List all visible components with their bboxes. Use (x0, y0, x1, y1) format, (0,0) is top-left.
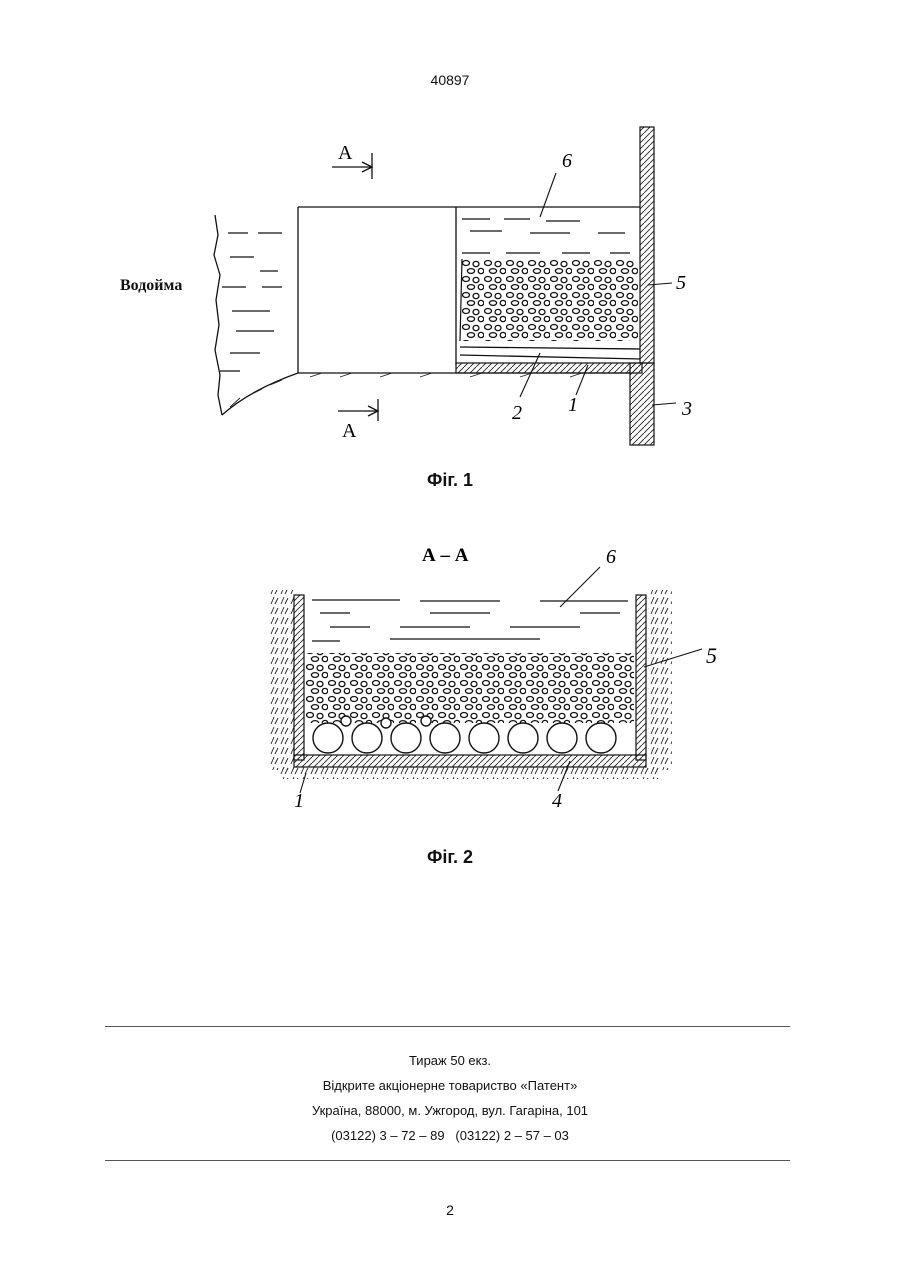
section-marker-top: А (338, 142, 353, 164)
fig2-label-6: 6 (606, 546, 616, 568)
header-page-number: 40897 (0, 72, 900, 88)
imprint-phones: (03122) 3 – 72 – 89 (03122) 2 – 57 – 03 (0, 1123, 900, 1148)
imprint-circulation: Тираж 50 екз. (0, 1048, 900, 1073)
label-5: 5 (676, 272, 686, 294)
figure-1-caption: Фіг. 1 (0, 470, 900, 491)
imprint-address: Україна, 88000, м. Ужгород, вул. Гагарін… (0, 1098, 900, 1123)
section-marker-bottom: А (342, 420, 357, 442)
imprint-publisher: Відкрите акціонерне товариство «Патент» (0, 1073, 900, 1098)
label-1: 1 (568, 394, 578, 416)
footer-page-number: 2 (0, 1202, 900, 1218)
reservoir-label: Водойма (120, 277, 182, 295)
imprint-block: Тираж 50 екз. Відкрите акціонерне товари… (0, 1048, 900, 1148)
fig2-label-5: 5 (706, 643, 717, 668)
section-title: А – А (422, 545, 469, 566)
figure-2-caption: Фіг. 2 (0, 847, 900, 868)
imprint-bottom-rule (105, 1160, 790, 1161)
fig2-label-1: 1 (294, 790, 304, 812)
figure-2-drawing: А – А 6 5 1 4 (240, 535, 740, 825)
label-2: 2 (512, 402, 522, 424)
fig2-label-4: 4 (552, 790, 562, 812)
figure-1-drawing: А А 6 5 3 2 1 Водойма (110, 115, 710, 455)
imprint-top-rule (105, 1026, 790, 1027)
label-6: 6 (562, 150, 572, 172)
label-3: 3 (681, 398, 692, 420)
